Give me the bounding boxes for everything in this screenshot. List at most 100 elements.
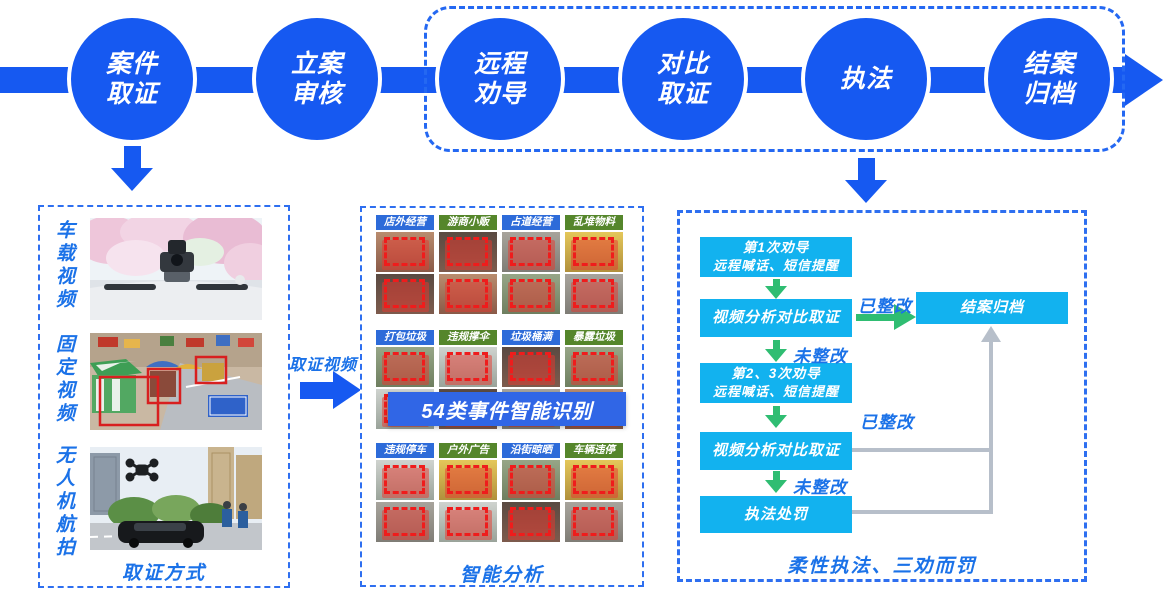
category-label: 乱堆物料 xyxy=(565,215,623,230)
green-down-arrow-icon xyxy=(765,340,787,362)
detection-thumbnail xyxy=(439,232,497,272)
detection-thumbnail xyxy=(376,460,434,500)
flow-step-remote-persuasion: 远程 劝导 xyxy=(435,14,565,144)
flow-step-case-filing: 立案 审核 xyxy=(252,14,382,144)
condition-not-rectified-2: 未整改 xyxy=(793,478,847,497)
flow-step-line: 劝导 xyxy=(473,80,526,108)
category-cell: 乱堆物料 xyxy=(565,215,623,316)
detection-thumbnail xyxy=(565,232,623,272)
detection-thumbnail xyxy=(376,232,434,272)
box-line: 视频分析对比取证 xyxy=(711,442,840,460)
detection-thumbnail xyxy=(439,347,497,387)
down-arrow-icon xyxy=(111,168,153,191)
flow-step-line: 审核 xyxy=(290,80,343,108)
category-cell: 沿街晾晒 xyxy=(502,443,560,544)
box-line: 第2、3次劝导 xyxy=(731,365,821,381)
category-label: 违规停车 xyxy=(376,443,434,458)
gray-connector-vertical xyxy=(989,340,993,514)
category-label: 违规撑伞 xyxy=(439,330,497,345)
flow-step-line: 取证 xyxy=(656,80,709,108)
category-row-1: 店外经营 游商小贩 占道经营 乱堆物料 xyxy=(376,215,630,316)
category-label: 沿街晾晒 xyxy=(502,443,560,458)
detection-thumbnail xyxy=(502,460,560,500)
detection-thumbnail xyxy=(439,274,497,314)
detection-thumbnail xyxy=(376,274,434,314)
condition-rectified-2: 已整改 xyxy=(860,413,914,432)
gray-connector-horizontal xyxy=(852,448,989,452)
flow-step-enforcement: 执法 xyxy=(801,14,931,144)
flow-step-line: 取证 xyxy=(105,80,158,108)
flow-step-case-archive: 结案 归档 xyxy=(984,14,1114,144)
category-label: 户外广告 xyxy=(439,443,497,458)
source-label-drone: 无人机航拍 xyxy=(53,445,74,560)
category-cell: 游商小贩 xyxy=(439,215,497,316)
right-arrow-icon xyxy=(333,371,361,409)
green-right-arrow-icon xyxy=(894,304,916,330)
box-case-archive: 结案归档 xyxy=(916,292,1068,324)
gray-up-arrow-icon xyxy=(981,326,1001,342)
box-video-verify-1: 视频分析对比取证 xyxy=(700,299,852,337)
category-label: 打包垃圾 xyxy=(376,330,434,345)
box-line: 执法处罚 xyxy=(743,505,808,523)
flow-step-line: 远程 xyxy=(473,49,526,78)
category-label: 游商小贩 xyxy=(439,215,497,230)
flow-step-line: 立案 xyxy=(290,49,343,78)
detection-thumbnail xyxy=(565,274,623,314)
detection-thumbnail xyxy=(439,460,497,500)
recognition-banner: 54类事件智能识别 xyxy=(388,392,626,426)
category-label: 暴露垃圾 xyxy=(565,330,623,345)
category-row-3: 违规停车 户外广告 沿街晾晒 车辆违停 xyxy=(376,443,630,544)
category-cell: 占道经营 xyxy=(502,215,560,316)
detection-thumbnail xyxy=(502,274,560,314)
right-arrow-icon xyxy=(300,382,333,399)
down-arrow-icon xyxy=(858,158,875,180)
flow-arrowhead-icon xyxy=(1125,54,1163,106)
box-line: 远程喊话、短信提醒 xyxy=(712,258,839,274)
vehicle-camera-photo xyxy=(90,218,262,320)
source-label-fixed-video: 固定视频 xyxy=(53,334,74,426)
down-arrow-icon xyxy=(124,146,141,168)
flow-step-line: 对比 xyxy=(656,49,709,78)
right-panel-caption: 柔性执法、三劝而罚 xyxy=(787,556,977,577)
green-down-arrow-icon xyxy=(765,406,787,428)
category-cell: 违规停车 xyxy=(376,443,434,544)
detection-thumbnail xyxy=(502,502,560,542)
box-line: 结案归档 xyxy=(959,299,1024,317)
category-cell: 车辆违停 xyxy=(565,443,623,544)
box-first-persuasion: 第1次劝导 远程喊话、短信提醒 xyxy=(700,237,852,277)
flow-step-compare-evidence: 对比 取证 xyxy=(618,14,748,144)
green-down-arrow-icon xyxy=(765,279,787,299)
flow-step-line: 执法 xyxy=(839,64,892,93)
flow-step-line: 归档 xyxy=(1022,80,1075,108)
detection-thumbnail xyxy=(376,502,434,542)
condition-not-rectified-1: 未整改 xyxy=(793,347,847,366)
box-line: 视频分析对比取证 xyxy=(711,309,840,327)
category-cell: 户外广告 xyxy=(439,443,497,544)
flow-highlight-box xyxy=(424,6,1125,152)
detection-thumbnail xyxy=(565,502,623,542)
flow-step-line: 结案 xyxy=(1022,49,1075,78)
left-panel-caption: 取证方式 xyxy=(121,563,206,584)
flow-step-line: 案件 xyxy=(105,49,158,78)
detection-thumbnail xyxy=(565,460,623,500)
box-enforcement-penalty: 执法处罚 xyxy=(700,496,852,533)
flow-step-case-evidence: 案件 取证 xyxy=(67,14,197,144)
box-video-verify-2: 视频分析对比取证 xyxy=(700,432,852,470)
green-right-arrow-icon xyxy=(856,314,896,321)
detection-thumbnail xyxy=(565,347,623,387)
category-cell: 店外经营 xyxy=(376,215,434,316)
source-label-vehicle-video: 车载视频 xyxy=(53,220,74,312)
detection-thumbnail xyxy=(502,232,560,272)
category-label: 车辆违停 xyxy=(565,443,623,458)
box-second-third-persuasion: 第2、3次劝导 远程喊话、短信提醒 xyxy=(700,363,852,403)
category-label: 占道经营 xyxy=(502,215,560,230)
detection-thumbnail xyxy=(502,347,560,387)
category-label: 垃圾桶满 xyxy=(502,330,560,345)
box-line: 远程喊话、短信提醒 xyxy=(712,384,839,400)
condition-rectified-1: 已整改 xyxy=(858,297,912,316)
drone-photo xyxy=(90,447,262,550)
transfer-arrow-label: 取证视频 xyxy=(289,357,358,374)
middle-panel-caption: 智能分析 xyxy=(459,565,544,586)
fixed-camera-photo xyxy=(90,333,262,430)
